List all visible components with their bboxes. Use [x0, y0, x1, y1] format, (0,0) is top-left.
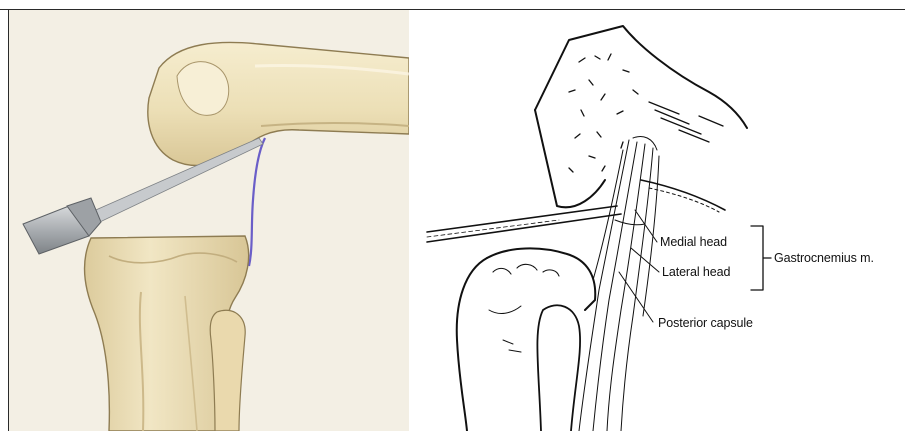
- bone-texture: [569, 54, 723, 172]
- femur-outline: [535, 26, 747, 128]
- knee-line-drawing: [409, 10, 905, 431]
- illustration-panel: [9, 10, 409, 431]
- guide-wire: [249, 138, 265, 266]
- label-lateral-head: Lateral head: [662, 265, 730, 279]
- gastrocnemius-bracket: [751, 226, 771, 290]
- label-posterior-capsule: Posterior capsule: [658, 316, 753, 330]
- tibia-outline: [487, 248, 595, 310]
- fibula-outline: [537, 305, 580, 431]
- label-gastrocnemius: Gastrocnemius m.: [774, 251, 874, 265]
- fibula: [210, 310, 245, 431]
- line-drawing-panel: Medial head Lateral head Gastrocnemius m…: [409, 10, 905, 431]
- instrument-shaft: [427, 206, 621, 242]
- label-medial-head: Medial head: [660, 235, 727, 249]
- leader-lateral-head: [631, 248, 659, 272]
- femur: [148, 42, 409, 165]
- knee-illustration: [9, 10, 409, 431]
